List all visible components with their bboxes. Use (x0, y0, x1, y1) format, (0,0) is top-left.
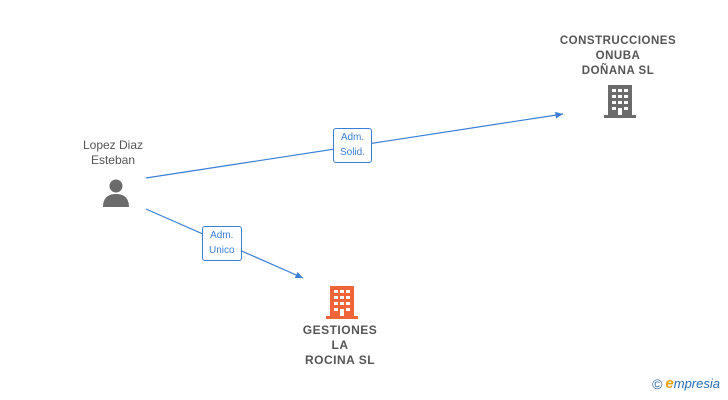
person-name[interactable]: Lopez Diaz Esteban (82, 138, 144, 167)
building-icon[interactable] (326, 285, 358, 319)
company-name-construcciones[interactable]: CONSTRUCCIONES ONUBA DOÑANA SL (559, 35, 677, 77)
company-name-gestiones[interactable]: GESTIONES LA ROCINA SL (302, 323, 378, 367)
person-icon[interactable] (100, 178, 132, 208)
edge-label-adm-solid: Adm. Solid. (333, 128, 373, 163)
brand-name: mpresia (673, 376, 720, 391)
copyright-symbol: © (652, 375, 663, 392)
brand-initial: e (665, 375, 674, 392)
edge-label-adm-unico: Adm. Unico (202, 226, 242, 261)
building-icon[interactable] (604, 84, 636, 118)
empresia-logo[interactable]: © empresia (652, 375, 720, 392)
